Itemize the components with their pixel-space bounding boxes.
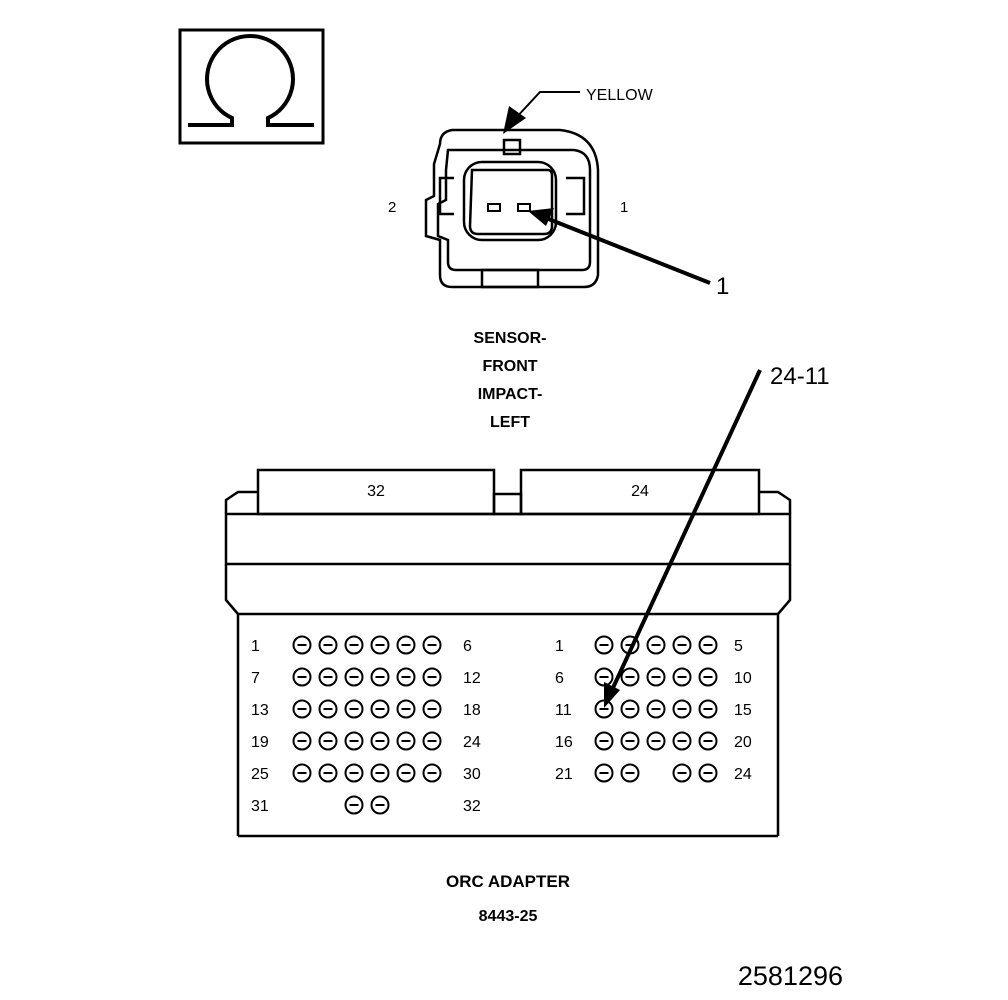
right-block-pin-socket [698, 635, 718, 655]
right-block-pin-socket [646, 667, 666, 687]
left-block-pin-socket [370, 667, 390, 687]
left-block-pin-socket [318, 635, 338, 655]
right-block-pin-socket [672, 731, 692, 751]
ohm-icon [178, 28, 325, 145]
left-block-pin-socket [396, 635, 416, 655]
left-pin-block: 1 6 7 12 13 18 19 24 25 30 31 32 [251, 635, 481, 815]
right-block-row-start-label: 1 [555, 638, 564, 655]
sensor-title-line-4: LEFT [490, 414, 530, 431]
left-block-pin-socket [422, 763, 442, 783]
left-block-row-start-label: 1 [251, 638, 260, 655]
right-block-pin-socket [698, 699, 718, 719]
right-block-row-end-label: 10 [734, 670, 752, 687]
left-block-pin-socket [396, 667, 416, 687]
right-block-pin-socket [672, 635, 692, 655]
left-block-row-end-label: 12 [463, 670, 481, 687]
left-block-pin-socket [344, 763, 364, 783]
right-block-pin-socket [646, 699, 666, 719]
right-block-row-start-label: 16 [555, 734, 573, 751]
right-block-pin-socket [646, 731, 666, 751]
sensor-title-line-3: IMPACT- [478, 386, 543, 403]
sensor-title-line-2: FRONT [482, 358, 537, 375]
sensor-title-line-1: SENSOR- [474, 330, 547, 347]
left-block-row-start-label: 13 [251, 702, 269, 719]
right-block-pin-socket [594, 731, 614, 751]
right-block-pin-socket [672, 699, 692, 719]
left-block-pin-socket [344, 699, 364, 719]
left-block-row-start-label: 19 [251, 734, 269, 751]
left-block-pin-socket [370, 635, 390, 655]
adapter-part-number: 8443-25 [479, 908, 538, 925]
left-block-pin-socket [344, 635, 364, 655]
right-block-pin-socket [698, 763, 718, 783]
left-block-row-start-label: 7 [251, 670, 260, 687]
wire-color-label: YELLOW [586, 87, 654, 104]
right-block-row-end-label: 5 [734, 638, 743, 655]
right-block-pin-socket [672, 763, 692, 783]
right-block-pin-socket [698, 667, 718, 687]
left-block-pin-socket [422, 635, 442, 655]
figure-id: 2581296 [738, 961, 843, 991]
sensor-title: SENSOR- FRONT IMPACT- LEFT [474, 330, 547, 431]
left-block-pin-socket [370, 795, 390, 815]
connector-32-label: 32 [367, 483, 385, 500]
right-block-pin-socket [698, 731, 718, 751]
left-block-pin-socket [370, 731, 390, 751]
left-block-row-end-label: 32 [463, 798, 481, 815]
left-block-pin-socket [422, 699, 442, 719]
pin-24-11-callout-label: 24-11 [770, 363, 830, 390]
left-block-row-end-label: 24 [463, 734, 481, 751]
sensor-pin-1-label: 1 [620, 199, 628, 216]
left-block-pin-socket [396, 699, 416, 719]
right-block-row-start-label: 11 [555, 702, 572, 719]
right-block-row-start-label: 6 [555, 670, 564, 687]
pin-24-11-callout-arrow [604, 369, 762, 708]
left-block-pin-socket [318, 699, 338, 719]
left-block-pin-socket [422, 731, 442, 751]
right-block-row-start-label: 21 [555, 766, 573, 783]
right-block-pin-socket [620, 667, 640, 687]
left-block-pin-socket [396, 731, 416, 751]
right-block-row-end-label: 20 [734, 734, 752, 751]
pin-1-callout-arrow [528, 208, 711, 285]
wire-color-leader [503, 91, 580, 134]
left-block-pin-socket [422, 667, 442, 687]
left-block-pin-socket [292, 699, 312, 719]
right-block-pin-socket [672, 667, 692, 687]
left-block-row-start-label: 31 [251, 798, 269, 815]
right-block-pin-socket [620, 731, 640, 751]
left-block-pin-socket [318, 731, 338, 751]
left-block-pin-socket [292, 731, 312, 751]
left-block-pin-socket [370, 699, 390, 719]
right-block-pin-socket [594, 635, 614, 655]
left-block-pin-socket [318, 763, 338, 783]
sensor-pin-2-label: 2 [388, 199, 396, 216]
left-block-pin-socket [292, 635, 312, 655]
left-block-row-start-label: 25 [251, 766, 269, 783]
left-block-pin-socket [344, 667, 364, 687]
sensor-connector-drawing [424, 128, 600, 289]
left-block-pin-socket [370, 763, 390, 783]
pin-1-callout-label: 1 [716, 273, 729, 300]
left-block-pin-socket [318, 667, 338, 687]
right-block-row-end-label: 15 [734, 702, 752, 719]
left-block-row-end-label: 18 [463, 702, 481, 719]
left-block-pin-socket [292, 667, 312, 687]
left-block-pin-socket [292, 763, 312, 783]
right-block-pin-socket [646, 635, 666, 655]
left-block-pin-socket [344, 731, 364, 751]
right-block-pin-socket [620, 763, 640, 783]
left-block-pin-socket [344, 795, 364, 815]
right-block-row-end-label: 24 [734, 766, 752, 783]
left-block-row-end-label: 30 [463, 766, 481, 783]
orc-adapter-drawing [224, 468, 792, 838]
right-block-pin-socket [620, 699, 640, 719]
left-block-pin-socket [396, 763, 416, 783]
right-block-pin-socket [594, 763, 614, 783]
connector-24-label: 24 [631, 483, 649, 500]
adapter-title: ORC ADAPTER [446, 872, 570, 891]
left-block-row-end-label: 6 [463, 638, 472, 655]
